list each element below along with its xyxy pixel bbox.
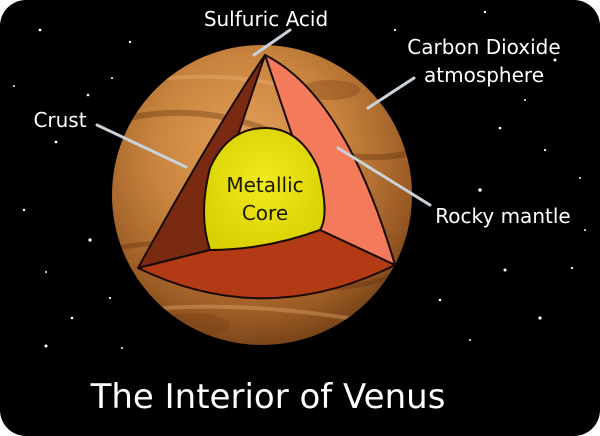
leader-lines: [95, 28, 432, 207]
label-core-line2: Core: [242, 201, 288, 225]
label-carbon-dioxide-line1: Carbon Dioxide: [407, 35, 560, 59]
label-core-line1: Metallic: [226, 173, 303, 197]
cutaway-layers: [137, 54, 396, 300]
leader-sulfuric-acid: [252, 28, 292, 57]
leader-carbon-dioxide: [366, 76, 416, 110]
label-crust: Crust: [33, 108, 86, 132]
label-carbon-dioxide-line2: atmosphere: [424, 63, 544, 87]
label-sulfuric-acid: Sulfuric Acid: [204, 7, 328, 31]
leader-rocky-mantle: [336, 146, 432, 207]
metallic-core: [203, 127, 326, 251]
label-rocky-mantle: Rocky mantle: [435, 204, 570, 228]
page-title: The Interior of Venus: [90, 377, 446, 417]
leader-crust: [95, 123, 188, 169]
starfield: [13, 10, 586, 349]
labels: Sulfuric Acid Carbon Dioxide atmosphere …: [33, 7, 570, 228]
